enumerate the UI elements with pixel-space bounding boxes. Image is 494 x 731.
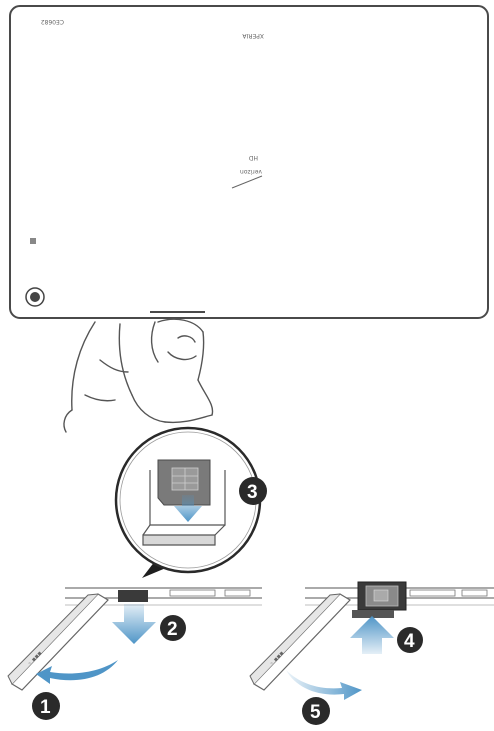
sim-tray-with-card [352, 582, 406, 618]
edge-view-right: ◦ ▪▪▪ 4 5 [250, 582, 494, 725]
push-up-arrow [350, 616, 394, 654]
svg-text:1: 1 [40, 697, 51, 718]
step-1-badge: 1 [32, 692, 60, 720]
close-cover-arrow [286, 670, 362, 700]
sim-tray-slot [118, 590, 148, 602]
svg-text:5: 5 [310, 702, 321, 723]
step-5-badge: 5 [302, 697, 330, 725]
step-4-badge: 4 [397, 627, 423, 653]
tablet-body [10, 6, 488, 318]
svg-text:4: 4 [404, 631, 415, 652]
tablet-back: CE0682 XPERIA HD verizon [10, 6, 488, 318]
brand-label: XPERIA [242, 32, 264, 39]
port-cover-flap-right: ◦ ▪▪▪ [250, 594, 350, 690]
edge-view-left: ◦ ▪▪▪ 2 1 [8, 588, 262, 720]
push-down-arrow [112, 604, 156, 644]
open-cover-arrow [36, 660, 118, 684]
zoom-callout: 3 [116, 428, 267, 578]
step-2-badge: 2 [160, 615, 186, 641]
svg-text:2: 2 [167, 619, 178, 640]
step-3-badge: 3 [239, 477, 267, 505]
svg-text:3: 3 [247, 482, 258, 503]
certification-marks: CE0682 [41, 18, 64, 25]
hd-mark: HD [248, 154, 258, 161]
speaker-dot [30, 238, 36, 244]
verizon-wordmark: verizon [240, 168, 262, 175]
hand-illustration [64, 319, 213, 432]
camera-lens [30, 292, 40, 302]
